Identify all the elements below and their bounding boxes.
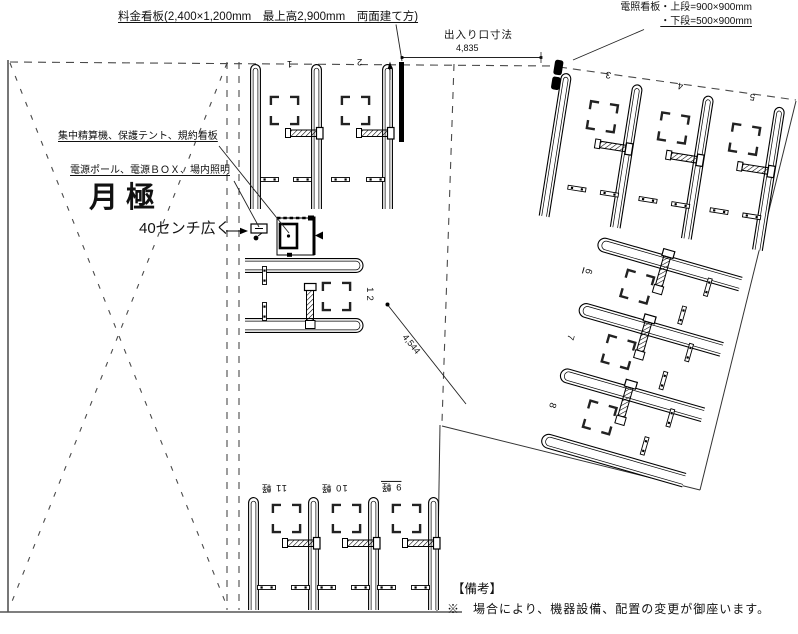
wheel-stop [377,585,396,590]
wheel-stop [677,305,688,325]
lock-bar [284,126,324,140]
lock-plate-outline [585,99,620,134]
wheel-stop [331,177,350,182]
entrance-dimension-value: 4,835 [456,43,479,53]
lock-plate-outline [321,281,352,312]
stall-divider [538,72,573,218]
wheel-stop [351,585,370,590]
stall-number-9: 9 軽 [381,480,402,492]
stalls-1-2 [250,62,404,210]
wheel-stop [567,184,587,193]
lock-plate-outline [581,399,618,436]
wheel-stop [317,585,336,590]
wheel-stop [257,585,276,590]
lock-plate-outline [331,503,362,534]
lock-plate-outline [271,503,302,534]
diagonal-dimension-line [385,302,467,405]
stall-number-1: 1 [286,57,293,69]
wheel-stop [293,177,312,182]
property-boundary-lines [0,60,797,613]
entrance-label: 出入り口寸法 [444,29,513,41]
stall-divider [248,497,259,611]
stall-divider [539,432,687,488]
stall-number-2: 2 [356,55,363,67]
lock-plate-outline [656,111,691,145]
stall-divider [368,497,379,611]
entrance-dimension-line [387,52,543,80]
lighted-sign-label-line1: 電照看板・上段=900×900mm [620,2,752,13]
lock-plate-outline [727,122,762,157]
fee-signboard [399,62,404,142]
wheel-stop [262,302,267,321]
lighted-signboard [551,59,564,90]
lock-bar [303,282,317,330]
pay-machine-label: 集中精算機、保護テント、規約看板 [58,131,218,142]
wheel-stop [639,436,650,456]
power-pole-icon [250,223,268,241]
stall-number-12: 12 [363,287,375,304]
monthly-parking-label: 月極 [89,182,164,214]
lock-bar [355,126,395,140]
lock-plate-outline [340,95,371,126]
forty-cm-wider-label: 40センチ広く [139,220,231,237]
wheel-stop [658,370,669,391]
stall-number-11: 11 軽 [261,481,288,493]
dashed-boundary-lines [8,61,797,610]
wheel-stop [262,266,267,285]
power-equipment-label: 電源ポール、電源ＢＯＸ、場内照明 [70,165,230,176]
notes-body: ※ 場合により、機器設備、配置の変更が御座います。 [447,602,771,616]
lock-bar [401,536,441,550]
wider-arrow [226,227,248,235]
lock-plate-outline [619,268,656,305]
wheel-stop [366,177,385,182]
wheel-stop [709,207,729,216]
lock-bar [341,536,381,550]
stalls-9-10-11 [248,497,441,611]
wheel-stop [411,585,430,590]
wheel-stop [260,177,279,182]
stall-number-10: 10 軽 [321,481,348,493]
stalls-6-7-8 [539,236,743,488]
lock-bar [281,536,321,550]
machine-arrow [315,231,323,240]
lock-plate-outline [391,503,422,534]
stall-12 [244,257,364,334]
lighted-sign-label-line2: ・下段=500×900mm [660,16,752,27]
lock-plate-outline [600,334,637,371]
lock-plate-outline [269,95,300,126]
stall-divider [308,497,319,611]
wheel-stop [291,585,310,590]
stall-divider [428,497,439,611]
notes-title: 【備考】 [452,582,503,596]
pay-machine [276,215,316,257]
wheel-stop [638,195,658,204]
leader-lines [218,24,645,234]
fee-sign-label: 料金看板(2,400×1,200mm 最上高2,900mm 両面建て方) [118,11,419,23]
